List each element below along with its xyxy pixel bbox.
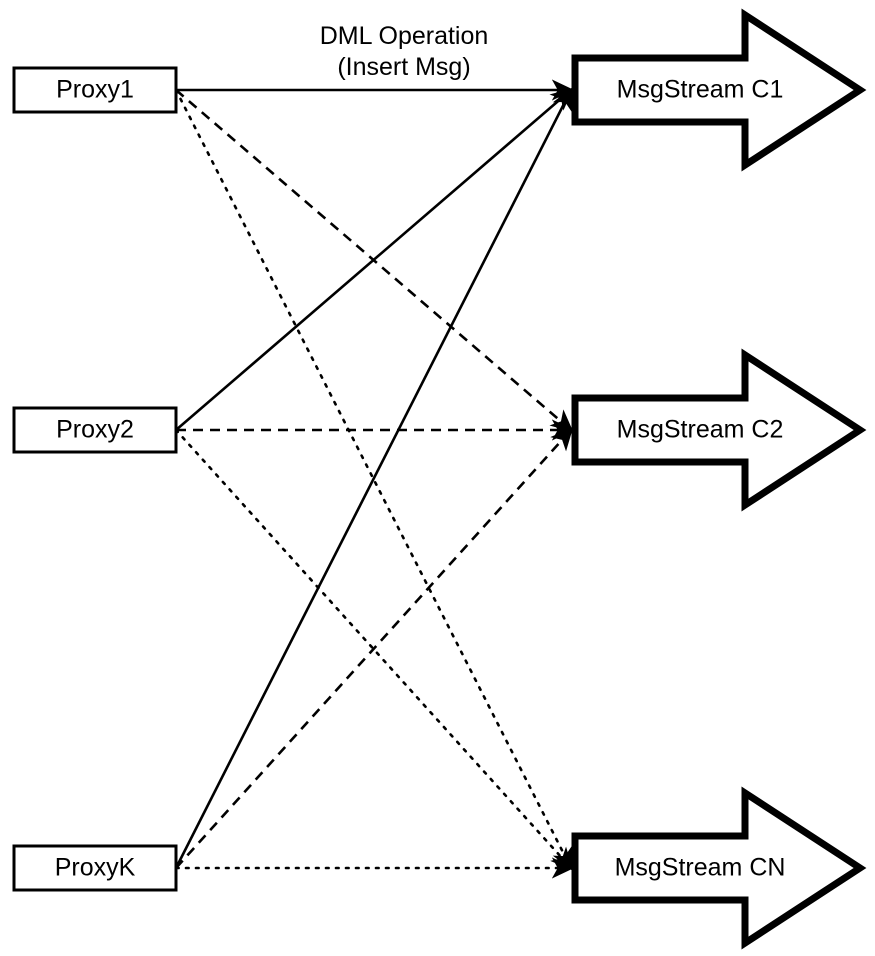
edge-proxy2-to-stream_c1 (175, 87, 574, 431)
proxy-node-proxyK[interactable]: ProxyK (12, 844, 178, 892)
dml-operation-annotation: DML Operation (Insert Msg) (320, 22, 489, 81)
annotation-line-2: (Insert Msg) (337, 53, 470, 81)
stream-arrows-layer: MsgStream C1 MsgStream C2 MsgStream CN (571, 8, 867, 950)
edge-proxyK-to-stream_c2 (175, 427, 574, 869)
stream-label: MsgStream C2 (617, 416, 784, 444)
stream-node-stream_c2[interactable]: MsgStream C2 (571, 348, 867, 512)
proxy-label: Proxy1 (56, 76, 134, 104)
edge-proxyK-to-stream_c1 (174, 87, 573, 869)
proxy-node-proxy2[interactable]: Proxy2 (12, 406, 178, 454)
stream-label: MsgStream CN (615, 854, 786, 882)
stream-arrow-shape (571, 8, 867, 172)
annotation-line-1: DML Operation (320, 22, 489, 50)
stream-label: MsgStream C1 (617, 76, 784, 104)
proxy-box-rect (12, 844, 178, 892)
stream-arrow-shape (571, 348, 867, 512)
stream-node-stream_cn[interactable]: MsgStream CN (571, 786, 867, 950)
proxy-label: Proxy2 (56, 416, 134, 444)
proxy-box-rect (12, 66, 178, 114)
stream-node-stream_c1[interactable]: MsgStream C1 (571, 8, 867, 172)
edges-layer (174, 79, 575, 879)
proxy-node-proxy1[interactable]: Proxy1 (12, 66, 178, 114)
proxy-box-rect (12, 406, 178, 454)
proxy-label: ProxyK (55, 854, 136, 882)
edge-proxy2-to-stream_cn (174, 428, 574, 871)
stream-arrow-shape (571, 786, 867, 950)
